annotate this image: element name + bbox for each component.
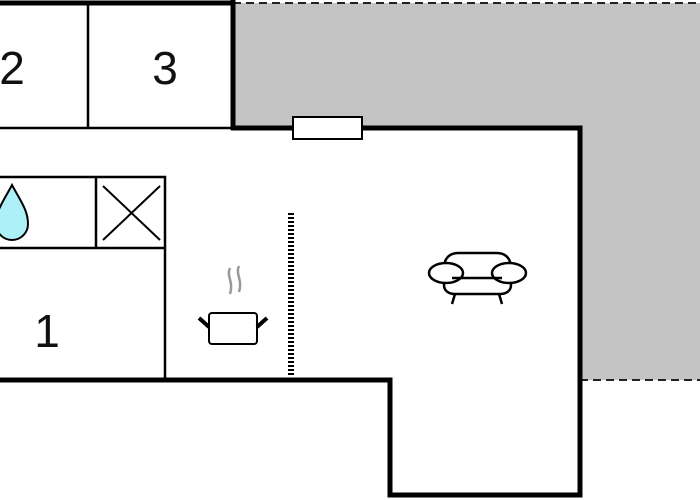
room-label-1: 1: [34, 305, 60, 357]
room-label-3: 3: [152, 42, 178, 94]
top-rooms: [0, 0, 236, 130]
room-label-2: 2: [0, 42, 25, 94]
closet-x-icon: [102, 185, 161, 241]
main-walls: [0, 125, 583, 498]
window-icon: [292, 116, 363, 140]
armchair-icon: [427, 251, 528, 305]
water-drop-icon: [0, 182, 30, 241]
bathroom: [0, 175, 167, 380]
terrace-area: [233, 3, 700, 380]
cooking-pot-icon: [197, 265, 269, 345]
